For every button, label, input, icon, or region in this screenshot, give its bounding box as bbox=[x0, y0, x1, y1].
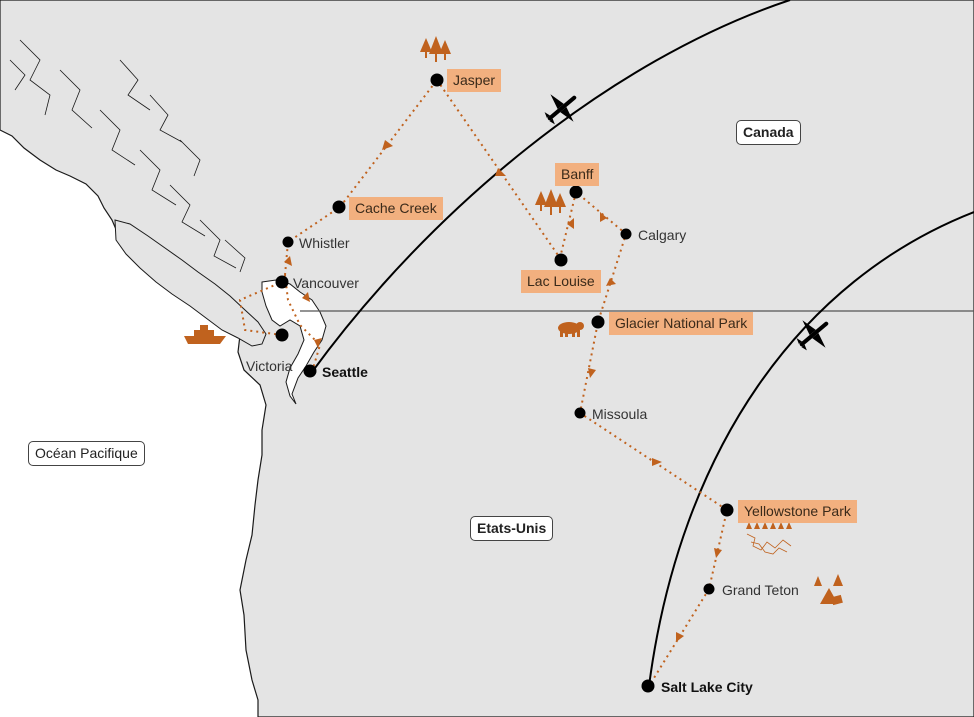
city-marker-seattle[interactable] bbox=[303, 364, 317, 378]
flight-path-salt-lake bbox=[648, 211, 974, 687]
city-label-yellowstone: Yellowstone Park bbox=[738, 500, 857, 523]
forest-icon bbox=[420, 36, 451, 62]
city-marker-cache-creek[interactable] bbox=[332, 200, 346, 214]
city-label-grand-teton: Grand Teton bbox=[722, 582, 799, 598]
plane-icon bbox=[796, 320, 829, 351]
bear-icon bbox=[558, 322, 584, 337]
city-label-glacier: Glacier National Park bbox=[609, 312, 754, 335]
city-label-missoula: Missoula bbox=[592, 406, 648, 422]
city-marker-glacier[interactable] bbox=[591, 315, 605, 329]
city-marker-missoula[interactable] bbox=[574, 407, 586, 419]
city-marker-grand-teton[interactable] bbox=[703, 583, 715, 595]
city-marker-salt-lake-city[interactable] bbox=[641, 679, 655, 693]
city-marker-whistler[interactable] bbox=[282, 236, 294, 248]
city-marker-banff[interactable] bbox=[569, 185, 583, 199]
ferry-icon bbox=[184, 325, 226, 344]
city-label-salt-lake-city: Salt Lake City bbox=[661, 679, 753, 695]
city-marker-jasper[interactable] bbox=[430, 73, 444, 87]
camping-icon bbox=[814, 574, 843, 606]
geyser-icon bbox=[746, 522, 792, 555]
city-marker-victoria[interactable] bbox=[275, 328, 289, 342]
city-label-whistler: Whistler bbox=[299, 235, 350, 251]
city-label-vancouver: Vancouver bbox=[293, 275, 359, 291]
plane-icon bbox=[544, 94, 577, 125]
city-marker-lac-louise[interactable] bbox=[554, 253, 568, 267]
region-label-usa: Etats-Unis bbox=[470, 516, 554, 541]
city-label-victoria: Victoria bbox=[246, 358, 293, 374]
vancouver-island bbox=[114, 219, 267, 347]
city-label-banff: Banff bbox=[555, 163, 600, 186]
city-label-calgary: Calgary bbox=[638, 227, 687, 243]
city-label-jasper: Jasper bbox=[447, 69, 502, 92]
city-marker-yellowstone[interactable] bbox=[720, 503, 734, 517]
city-label-seattle: Seattle bbox=[322, 364, 368, 380]
flight-path-seattle bbox=[311, 0, 791, 373]
region-label-ocean: Océan Pacifique bbox=[28, 441, 145, 466]
city-marker-vancouver[interactable] bbox=[275, 275, 289, 289]
city-label-cache-creek: Cache Creek bbox=[349, 197, 443, 220]
city-marker-calgary[interactable] bbox=[620, 228, 632, 240]
fjord-coastline bbox=[9, 39, 246, 273]
route-arrows bbox=[284, 140, 722, 642]
city-label-lac-louise: Lac Louise bbox=[521, 270, 601, 293]
region-label-canada: Canada bbox=[736, 120, 801, 145]
forest-icon bbox=[535, 189, 566, 215]
